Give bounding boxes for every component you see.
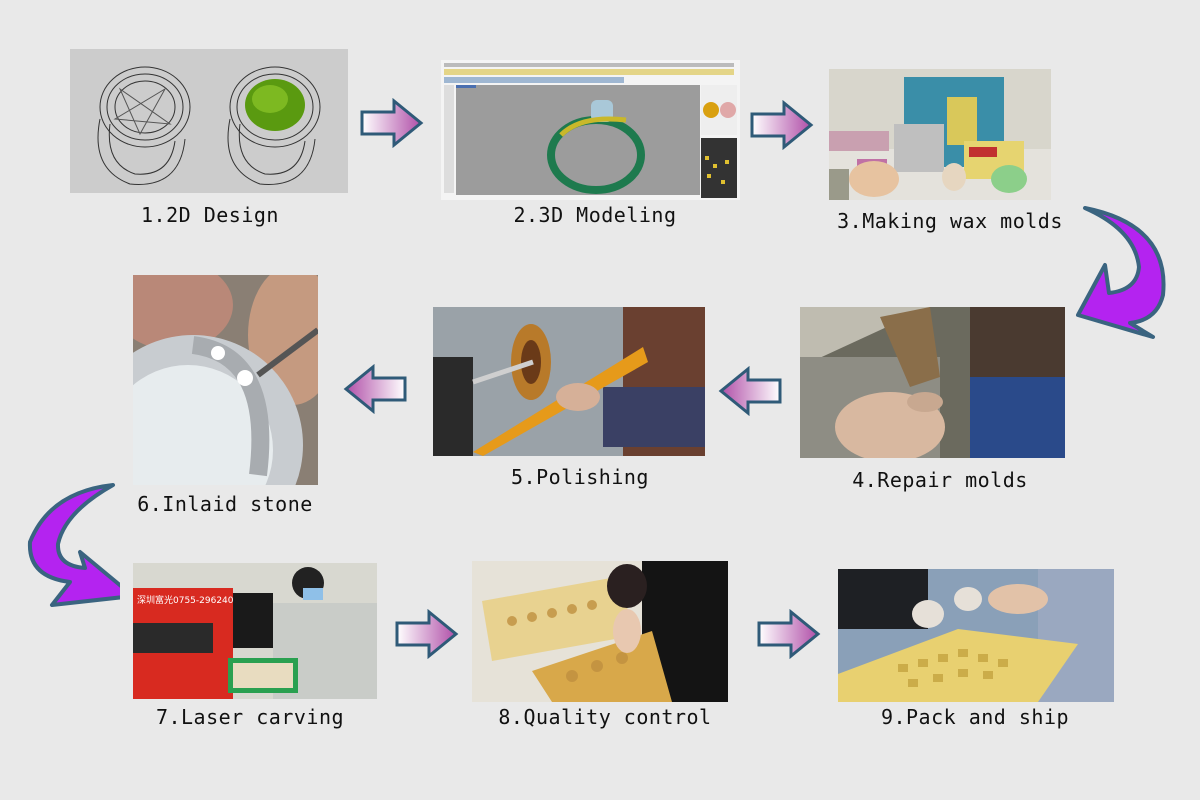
laser-engraving-image: 深圳富光0755-29624001 [133, 563, 377, 699]
step-1-label: 1.2D Design [141, 203, 279, 227]
step-2-label: 2.3D Modeling [513, 203, 677, 227]
step-9-label: 9.Pack and ship [880, 705, 1070, 729]
arrow-left-icon [343, 364, 407, 414]
curved-arrow-down-left-icon [1075, 205, 1175, 340]
step-3-label: 3.Making wax molds [837, 209, 1063, 233]
step-5-label: 5.Polishing [511, 465, 649, 489]
step-6-label: 6.Inlaid stone [137, 492, 313, 516]
arrow-left-icon [718, 366, 782, 416]
inspection-image [472, 561, 728, 702]
stone-setting-image [133, 275, 318, 485]
polishing-wheel-image [433, 307, 705, 456]
step-8-label: 8.Quality control [498, 705, 712, 729]
arrow-right-icon [395, 609, 459, 659]
step-7-label: 7.Laser carving [155, 705, 345, 729]
arrow-right-icon [750, 100, 814, 150]
cad-software-image [441, 60, 740, 200]
arrow-right-icon [360, 98, 424, 148]
machine-sign-text: 深圳富光0755-29624001 [137, 594, 245, 606]
packing-image [838, 569, 1114, 702]
arrow-right-icon [757, 609, 821, 659]
curved-arrow-down-right-icon [25, 482, 120, 612]
wax-injector-image [829, 69, 1051, 200]
mold-repair-image [800, 307, 1065, 458]
ring-sketch-image [70, 49, 348, 193]
step-4-label: 4.Repair molds [852, 468, 1028, 492]
